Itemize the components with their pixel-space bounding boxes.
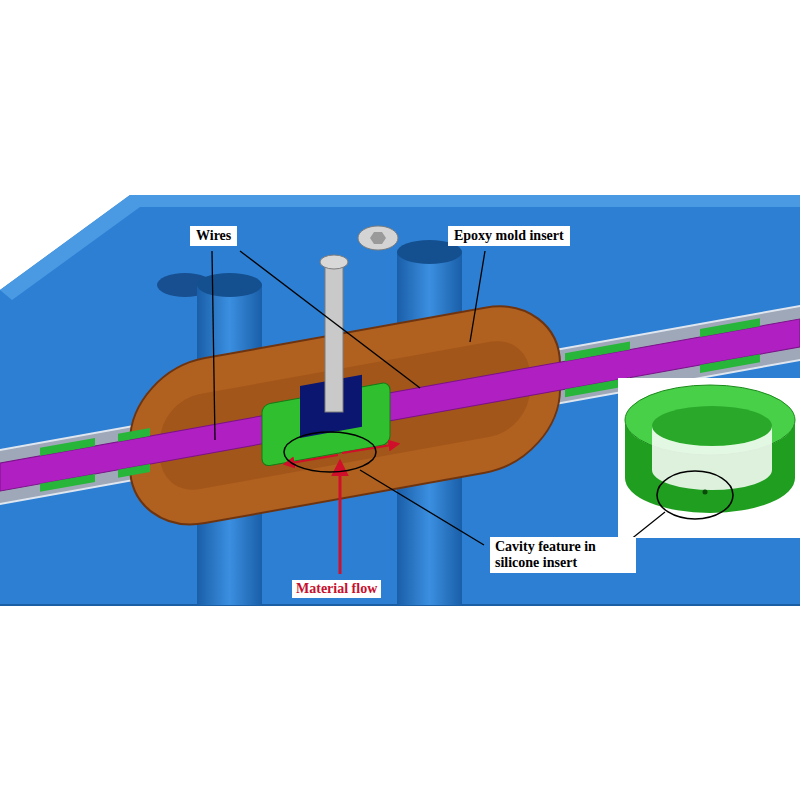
bore-opening: [197, 273, 262, 297]
hex-socket: [370, 232, 386, 244]
part-label: Epoxy mold insert: [448, 226, 570, 246]
silicone-sleeve: [40, 474, 95, 492]
callout-label: Cavity feature in silicone insert: [490, 537, 636, 573]
leader-line: [212, 251, 215, 440]
leader-line: [360, 470, 484, 545]
silicone-sleeve: [40, 438, 95, 456]
silicone-sleeve: [700, 354, 760, 373]
screw-shaft: [325, 262, 343, 412]
silicone-part-hole: [652, 406, 772, 446]
callout-ellipse: [657, 471, 733, 519]
leader-line: [240, 251, 420, 388]
silicone-sleeve: [700, 318, 760, 337]
flow-arrow: [342, 444, 398, 453]
inset-panel: [618, 378, 800, 538]
cavity-dot: [703, 490, 708, 495]
silicone-sleeve: [118, 428, 150, 442]
screw-head: [320, 255, 348, 269]
silicone-sleeve: [118, 464, 150, 478]
wire-section: [0, 251, 800, 560]
silicone-part-opening: [652, 426, 772, 490]
part-label: Wires: [190, 226, 237, 246]
flow-arrow: [339, 462, 342, 574]
leader-line: [630, 512, 665, 540]
wire: [0, 319, 800, 491]
mold-block: [0, 195, 800, 605]
screw-head: [358, 226, 398, 250]
silicone-sleeve: [565, 342, 630, 362]
flow-label: Material flow: [292, 580, 381, 598]
leader-line: [470, 251, 485, 342]
epoxy-inner: [160, 335, 530, 497]
flow-arrow: [285, 455, 338, 464]
callout-ellipse: [284, 432, 376, 472]
